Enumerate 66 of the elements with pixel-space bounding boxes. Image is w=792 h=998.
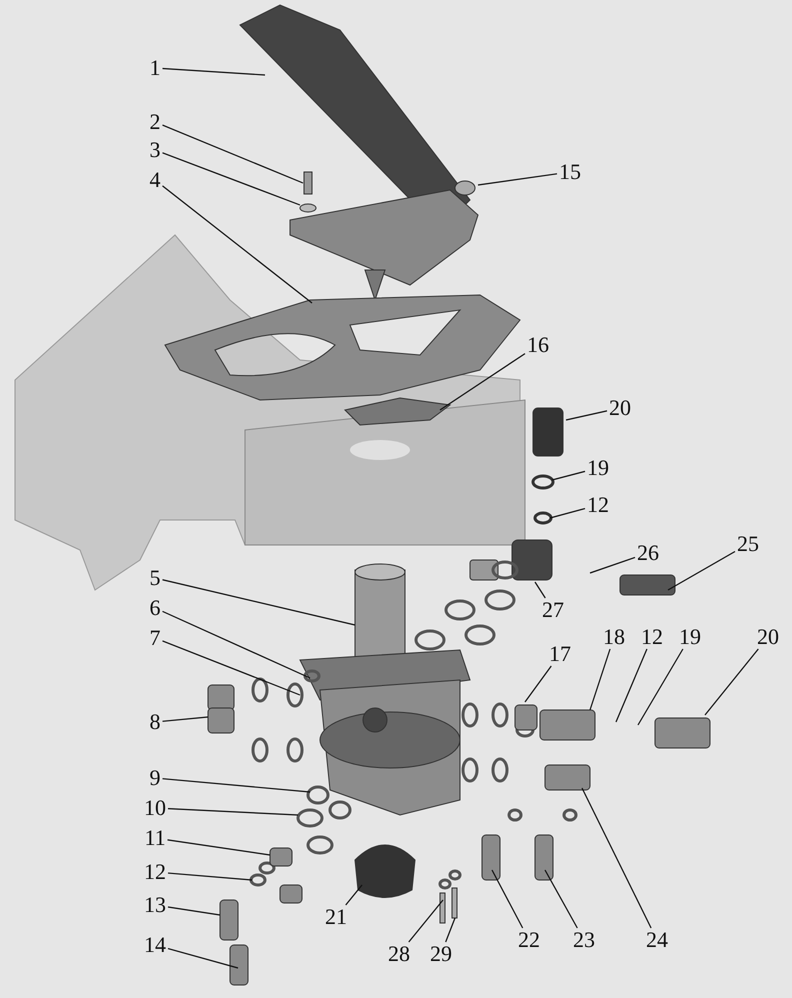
- callout-number: 6: [150, 597, 160, 619]
- leader-line: [615, 648, 648, 722]
- callout-number: 1: [150, 57, 160, 79]
- callout-number: 23: [573, 929, 595, 951]
- leader-line: [168, 906, 220, 916]
- leader-line: [168, 872, 252, 881]
- callout-number: 25: [737, 533, 759, 555]
- leader-line: [637, 648, 684, 726]
- callout-number: 14: [144, 934, 166, 956]
- callout-number: 8: [150, 711, 160, 733]
- leader-line: [162, 610, 310, 679]
- leader-line: [704, 648, 759, 716]
- leader-line: [162, 185, 312, 304]
- callout-number: 12: [587, 494, 609, 516]
- callout-number: 13: [144, 894, 166, 916]
- callout-number: 22: [518, 929, 540, 951]
- leader-line: [162, 716, 208, 722]
- leader-line: [445, 918, 456, 942]
- callout-number: 5: [150, 567, 160, 589]
- leader-line: [590, 556, 636, 574]
- callout-number: 2: [150, 111, 160, 133]
- callout-number: 27: [542, 599, 564, 621]
- leader-line: [524, 666, 552, 702]
- leader-line: [440, 353, 526, 410]
- callout-number: 16: [527, 334, 549, 356]
- leader-line: [408, 900, 444, 942]
- leader-line: [162, 579, 356, 626]
- callout-number: 28: [388, 943, 410, 965]
- leader-line: [550, 508, 586, 519]
- callout-number: 7: [150, 627, 160, 649]
- callout-number: 20: [609, 397, 631, 419]
- callout-number: 3: [150, 139, 160, 161]
- leader-line: [581, 788, 652, 928]
- callout-number: 9: [150, 767, 160, 789]
- leader-line: [162, 778, 310, 793]
- callout-number: 15: [559, 161, 581, 183]
- leader-line: [345, 884, 362, 906]
- leader-line: [168, 948, 238, 969]
- callout-number: 12: [641, 626, 663, 648]
- leader-line: [552, 470, 586, 481]
- leader-line: [167, 839, 270, 856]
- callout-number: 19: [679, 626, 701, 648]
- leader-line: [668, 550, 736, 591]
- leader-line: [544, 870, 578, 928]
- callout-number: 19: [587, 457, 609, 479]
- leader-line: [534, 582, 546, 598]
- leader-line: [162, 124, 304, 184]
- callout-number: 4: [150, 169, 160, 191]
- callout-number: 11: [144, 827, 166, 849]
- callout-number: 18: [603, 626, 625, 648]
- leader-line: [589, 648, 611, 710]
- leader-line: [491, 870, 524, 928]
- callout-number: 26: [637, 542, 659, 564]
- leader-line: [162, 640, 300, 696]
- callout-number: 29: [430, 943, 452, 965]
- leader-line: [162, 68, 266, 76]
- leader-line: [566, 410, 608, 421]
- callout-number: 21: [325, 906, 347, 928]
- leader-line: [162, 152, 300, 206]
- leader-line: [478, 173, 558, 186]
- callout-number: 10: [144, 797, 166, 819]
- callout-number: 24: [646, 929, 668, 951]
- callout-number: 17: [549, 643, 571, 665]
- leader-line: [168, 808, 298, 816]
- callout-number: 20: [757, 626, 779, 648]
- callout-number: 12: [144, 861, 166, 883]
